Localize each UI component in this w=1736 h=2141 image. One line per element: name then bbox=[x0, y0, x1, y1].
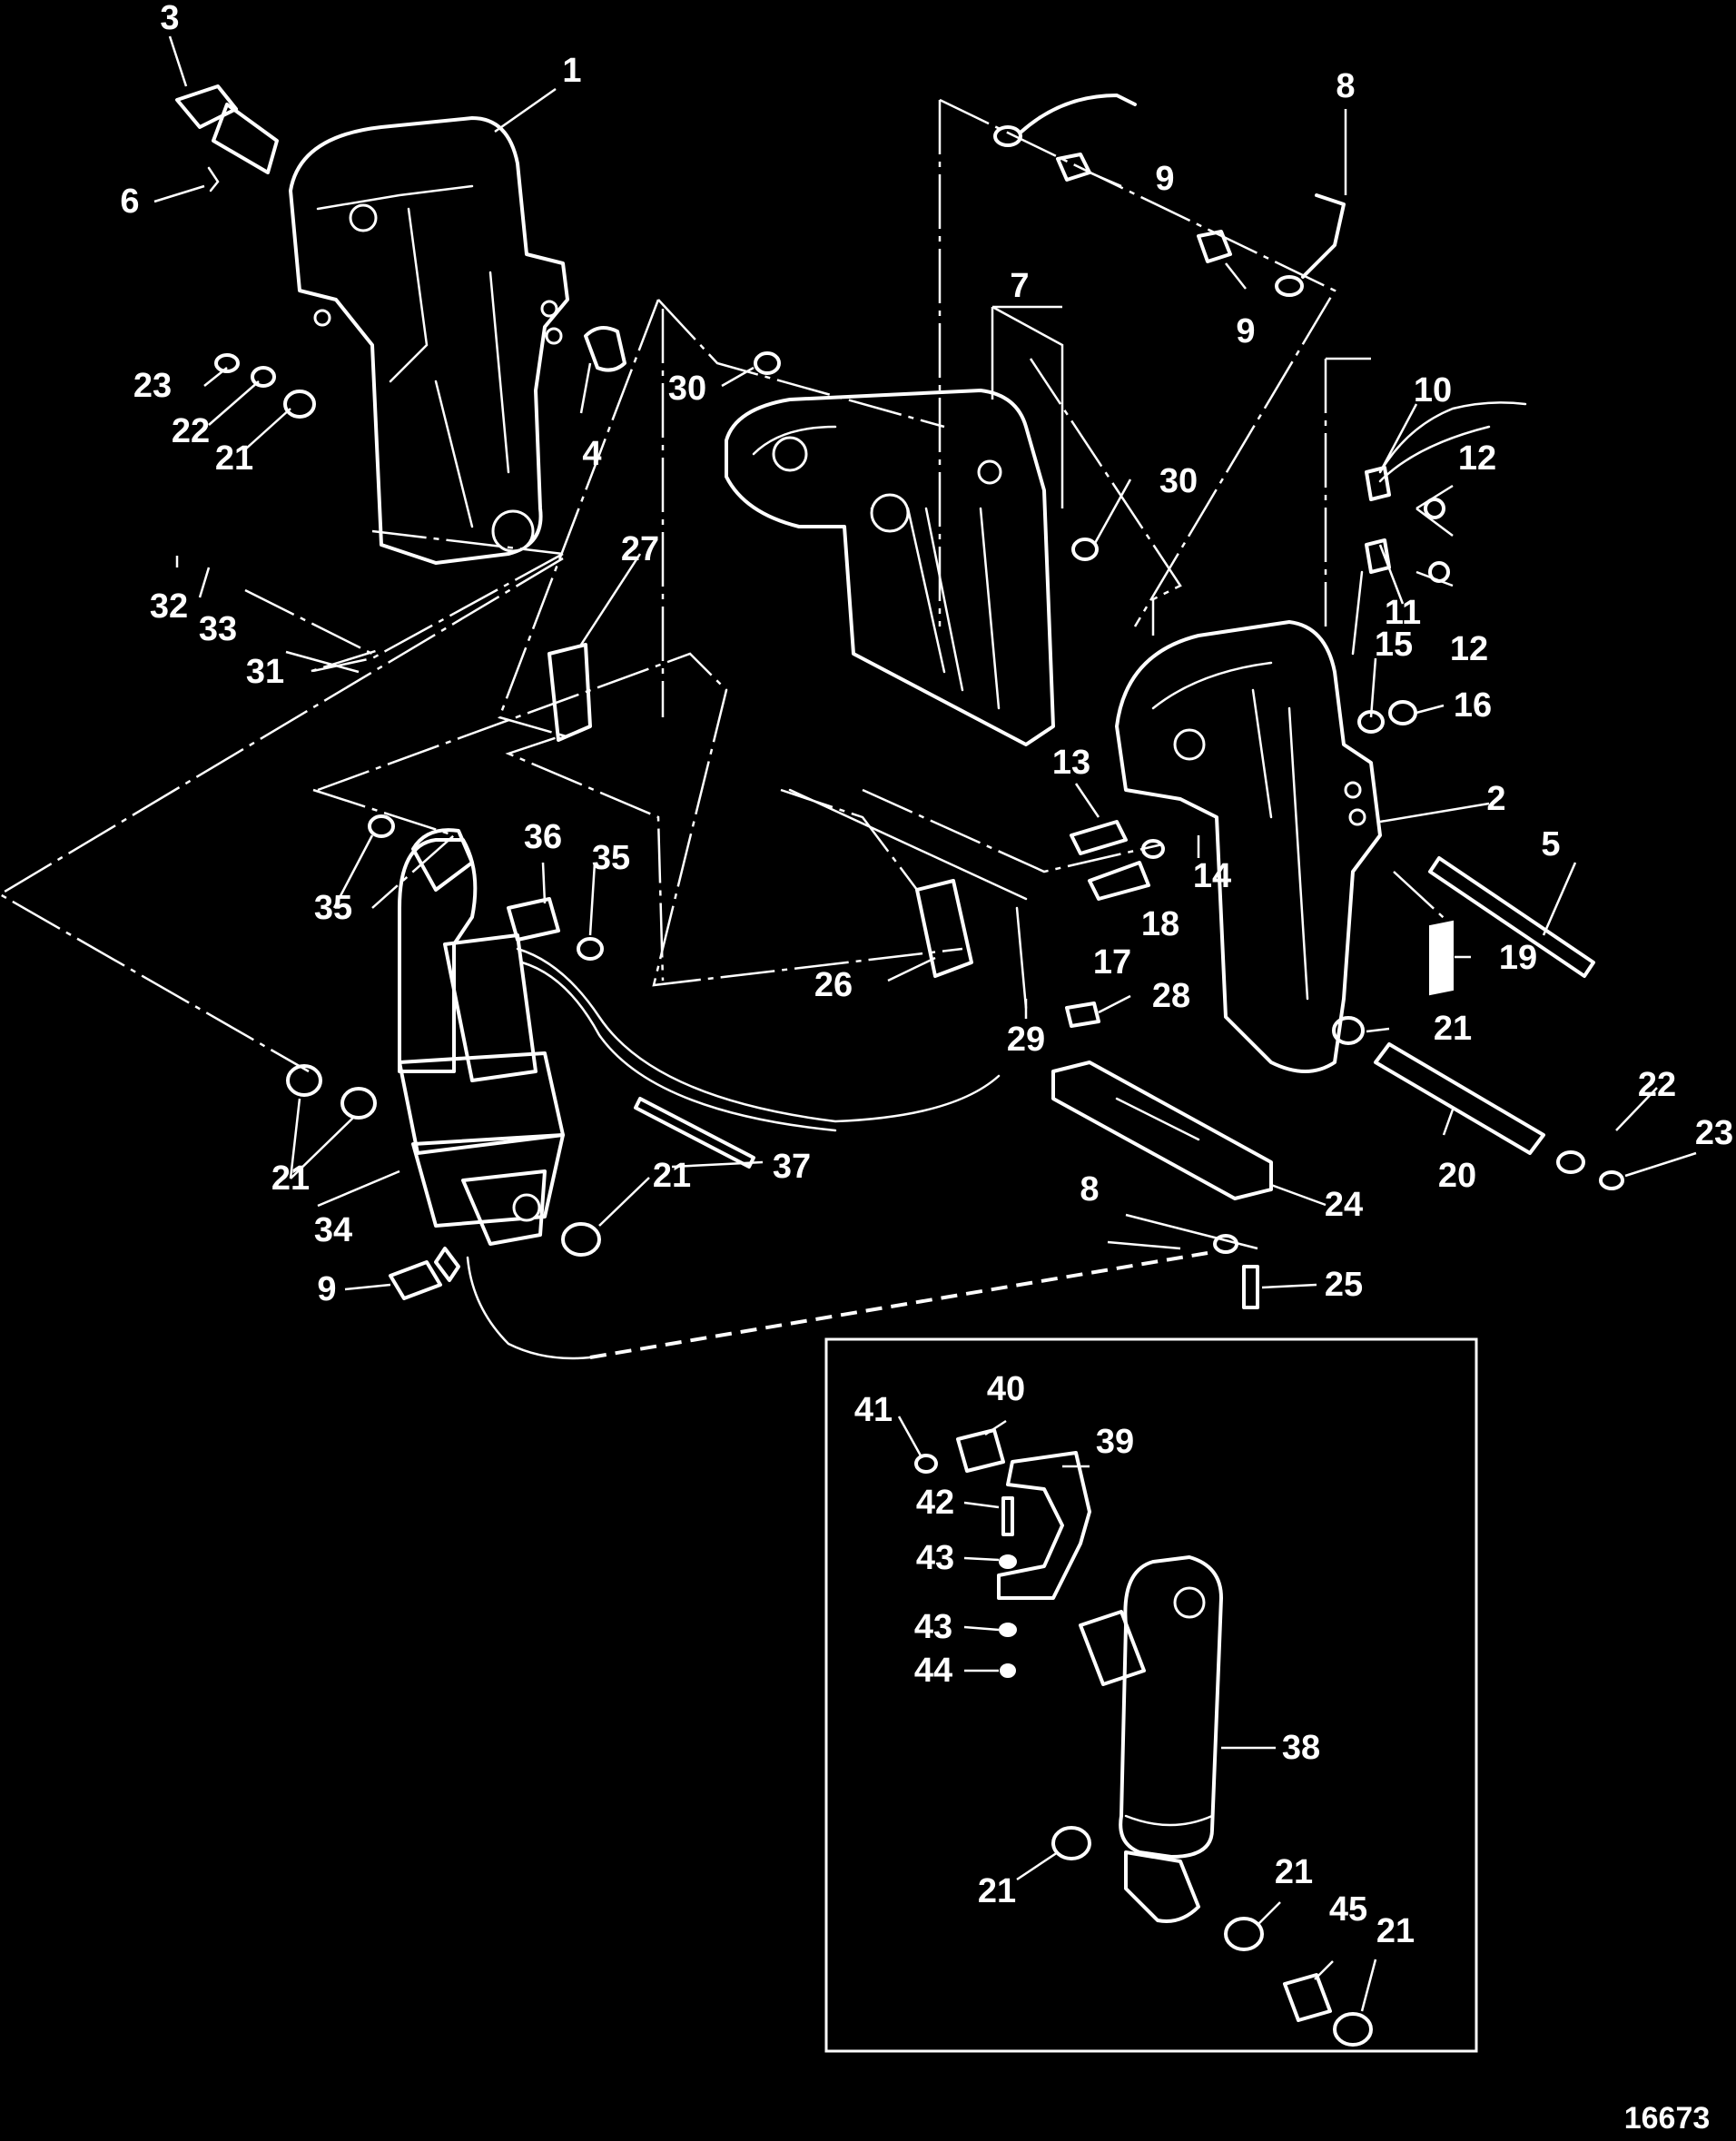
bushing-4 bbox=[584, 326, 626, 372]
callout-7: 7 bbox=[1010, 267, 1030, 305]
callout-37: 37 bbox=[772, 1148, 812, 1186]
decal-19 bbox=[1429, 920, 1454, 996]
callout-17: 17 bbox=[1092, 943, 1132, 982]
callout-27: 27 bbox=[620, 530, 660, 568]
callout-38: 38 bbox=[1281, 1729, 1321, 1767]
rod-20 bbox=[1374, 1042, 1545, 1155]
bracket-26 bbox=[788, 788, 1028, 978]
callout-22-right: 22 bbox=[1637, 1066, 1677, 1104]
callout-16: 16 bbox=[1453, 686, 1493, 725]
rod-5 bbox=[1428, 856, 1595, 978]
callout-21-inset-right: 21 bbox=[1376, 1912, 1415, 1950]
callout-21-right: 21 bbox=[1433, 1010, 1473, 1048]
callout-20: 20 bbox=[1437, 1157, 1477, 1195]
bolts-13-17 bbox=[1070, 820, 1165, 901]
callout-33: 33 bbox=[198, 610, 238, 648]
leader-lines bbox=[153, 35, 1697, 1291]
pin-36-nuts-35 bbox=[368, 814, 604, 961]
callout-2: 2 bbox=[1486, 780, 1506, 818]
callout-12-lower: 12 bbox=[1449, 630, 1489, 668]
nuts-30 bbox=[754, 351, 1099, 561]
callout-34: 34 bbox=[313, 1211, 353, 1249]
callout-23-left: 23 bbox=[133, 367, 173, 405]
ground-strap-top bbox=[993, 94, 1346, 297]
transom-bracket-left bbox=[289, 116, 569, 565]
callout-18: 18 bbox=[1140, 905, 1180, 943]
callout-35-right: 35 bbox=[591, 839, 631, 877]
callout-30-left: 30 bbox=[667, 370, 707, 408]
pin-27 bbox=[547, 643, 592, 742]
hose-and-part-37 bbox=[516, 947, 1001, 1169]
callout-24: 24 bbox=[1324, 1186, 1364, 1224]
bolt-3 bbox=[175, 84, 279, 174]
callout-14: 14 bbox=[1192, 857, 1232, 895]
callout-28: 28 bbox=[1151, 977, 1191, 1015]
callout-5: 5 bbox=[1541, 825, 1561, 863]
callout-9-mid: 9 bbox=[1236, 312, 1256, 350]
callout-45: 45 bbox=[1328, 1890, 1368, 1929]
callout-8-top: 8 bbox=[1336, 67, 1356, 105]
callout-35-left: 35 bbox=[313, 889, 353, 927]
callout-30-right: 30 bbox=[1159, 462, 1198, 500]
callout-23-right: 23 bbox=[1694, 1114, 1734, 1152]
bushings-21-cylinder bbox=[286, 1064, 601, 1257]
callout-15: 15 bbox=[1374, 626, 1414, 664]
figure-number: 16673 bbox=[1623, 2101, 1711, 2136]
callout-21-left-upper: 21 bbox=[214, 439, 254, 478]
trim-sender-wiring bbox=[1351, 401, 1527, 656]
callout-21-cylinder-right: 21 bbox=[652, 1157, 692, 1195]
inset-leader-lines bbox=[897, 1416, 1377, 2012]
callout-26: 26 bbox=[814, 966, 853, 1004]
callout-42: 42 bbox=[915, 1484, 955, 1522]
hardware-right-lower bbox=[1332, 1016, 1624, 1190]
callout-8-bottom: 8 bbox=[1080, 1170, 1100, 1209]
callout-32: 32 bbox=[149, 587, 189, 626]
inset-bushings-21-45 bbox=[1051, 1826, 1373, 2047]
callout-43-upper: 43 bbox=[915, 1539, 955, 1577]
anode-plate-24 bbox=[1051, 1061, 1273, 1200]
inset-cylinder-38 bbox=[1079, 1555, 1223, 1923]
bolt-9-lower bbox=[389, 1247, 460, 1300]
callout-40: 40 bbox=[986, 1370, 1026, 1408]
callout-29: 29 bbox=[1006, 1021, 1046, 1059]
callout-36: 36 bbox=[523, 818, 563, 856]
callout-43-lower: 43 bbox=[913, 1608, 953, 1646]
callout-21-cylinder-left: 21 bbox=[271, 1159, 311, 1198]
callout-12-upper: 12 bbox=[1457, 439, 1497, 478]
callout-19: 19 bbox=[1498, 939, 1538, 977]
callout-25: 25 bbox=[1324, 1266, 1364, 1304]
hardware-left-upper bbox=[214, 353, 316, 419]
trim-cylinder-34 bbox=[398, 828, 565, 1246]
callout-22-left: 22 bbox=[171, 412, 211, 450]
callout-3: 3 bbox=[160, 0, 180, 37]
callout-1: 1 bbox=[562, 52, 582, 90]
callout-31: 31 bbox=[245, 653, 285, 691]
screw-25 bbox=[1242, 1265, 1259, 1309]
callout-21-inset-mid: 21 bbox=[1274, 1853, 1314, 1891]
inset-frame bbox=[824, 1337, 1478, 2053]
inset-bracket-39-40 bbox=[914, 1428, 1091, 1678]
callout-13: 13 bbox=[1051, 744, 1091, 782]
callout-9-bottom: 9 bbox=[317, 1270, 337, 1308]
clip-6 bbox=[207, 166, 220, 192]
callout-4: 4 bbox=[582, 435, 602, 473]
callout-39: 39 bbox=[1095, 1423, 1135, 1461]
transom-bracket-right bbox=[1115, 620, 1382, 1073]
callout-44: 44 bbox=[913, 1652, 953, 1690]
screws-12 bbox=[1424, 498, 1450, 583]
callout-10: 10 bbox=[1413, 371, 1453, 409]
spring-28-29 bbox=[1015, 906, 1100, 1028]
callout-9-top: 9 bbox=[1155, 160, 1175, 198]
callout-11: 11 bbox=[1384, 594, 1422, 632]
callout-6: 6 bbox=[120, 183, 140, 221]
callout-41: 41 bbox=[853, 1391, 893, 1429]
callout-21-inset-left: 21 bbox=[977, 1872, 1017, 1910]
assembly-guide-lines bbox=[0, 98, 1454, 1073]
nut-15-16 bbox=[1357, 700, 1417, 734]
swivel-bracket bbox=[725, 389, 1055, 746]
